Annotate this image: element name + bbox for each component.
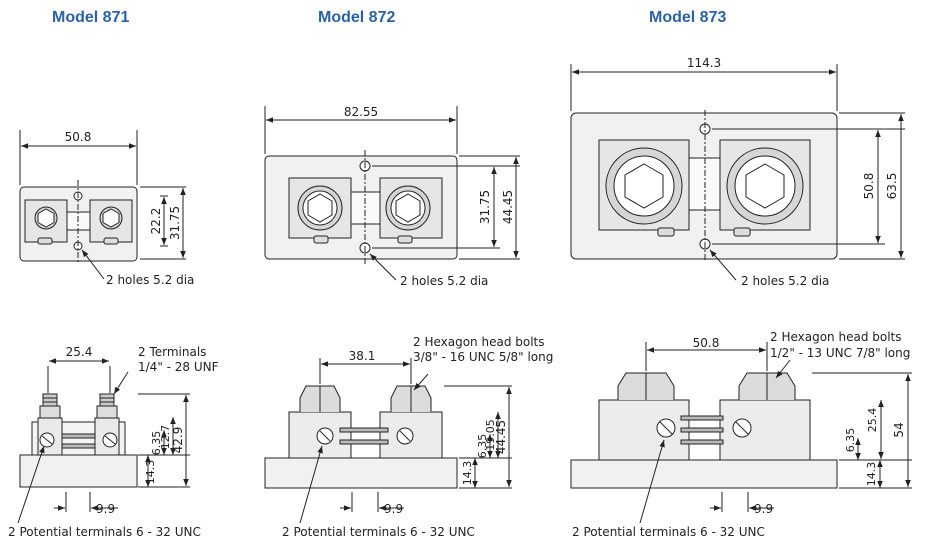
model-873-depth-label: 63.5	[885, 173, 899, 200]
model-871-v1-label: 6.35	[150, 431, 163, 456]
model-873-bolt-note-1: 2 Hexagon head bolts	[770, 330, 902, 344]
model-871-base-label: 14.3	[144, 460, 157, 485]
model-871-depth-label: 31.75	[168, 206, 182, 240]
model-871-bottom-label: 9.9	[96, 502, 115, 516]
model-873-v2-label: 25.4	[866, 408, 879, 433]
model-871-top-view	[19, 180, 138, 262]
model-871-hole-spacing-label: 22.2	[149, 208, 163, 235]
model-872-hole-spacing-label: 31.75	[478, 190, 492, 224]
model-871-terminal-spacing-label: 25.4	[66, 345, 93, 359]
model-871-terminal-note-2: 1/4" - 28 UNF	[138, 360, 219, 374]
model-873-bottom-label: 9.9	[754, 502, 773, 516]
model-873-width-label: 114.3	[687, 56, 721, 70]
model-872-title: Model 872	[318, 9, 396, 26]
model-873-base-label: 14.3	[865, 462, 878, 487]
model-873-side-view	[570, 372, 838, 489]
model-873-v1-label: 6.35	[844, 428, 857, 453]
model-873-top-view	[570, 110, 838, 262]
model-872-bottom-label: 9.9	[384, 502, 403, 516]
model-872-bolt-spacing-label: 38.1	[349, 349, 376, 363]
model-871-side-view	[19, 393, 138, 488]
model-871-holes-note: 2 holes 5.2 dia	[106, 273, 194, 287]
model-872-bolt-note-1: 2 Hexagon head bolts	[413, 335, 545, 349]
model-872-depth-label: 44.45	[501, 190, 515, 224]
model-873-hole-spacing-label: 50.8	[862, 173, 876, 200]
model-872-base-label: 14.3	[461, 461, 474, 486]
model-872-width-label: 82.55	[344, 105, 378, 119]
model-872-v2-label: 19.05	[484, 419, 497, 451]
model-871-terminal-note-1: 2 Terminals	[138, 345, 206, 359]
model-871-v2-label: 12.7	[159, 425, 172, 450]
model-871-potential-note: 2 Potential terminals 6 - 32 UNC	[8, 525, 201, 539]
model-872-bolt-note-2: 3/8" - 16 UNC 5/8" long	[413, 350, 553, 364]
model-872-holes-note: 2 holes 5.2 dia	[400, 274, 488, 288]
model-872-height-label: 44.45	[494, 420, 508, 454]
model-872-top-view	[264, 150, 458, 264]
model-873-holes-note: 2 holes 5.2 dia	[741, 274, 829, 288]
model-871-width-label: 50.8	[65, 130, 92, 144]
model-873-height-label: 54	[892, 422, 906, 437]
model-872-potential-note: 2 Potential terminals 6 - 32 UNC	[282, 525, 475, 539]
model-872-side-view	[264, 385, 458, 489]
model-871-height-label: 42.9	[171, 427, 185, 454]
model-873-bolt-spacing-label: 50.8	[693, 336, 720, 350]
model-872-v1-label: 6.35	[476, 434, 489, 459]
model-873-title: Model 873	[649, 9, 727, 26]
model-873-potential-note: 2 Potential terminals 6 - 32 UNC	[572, 525, 765, 539]
model-873-bolt-note-2: 1/2" - 13 UNC 7/8" long	[770, 346, 910, 360]
model-871-title: Model 871	[52, 9, 130, 26]
